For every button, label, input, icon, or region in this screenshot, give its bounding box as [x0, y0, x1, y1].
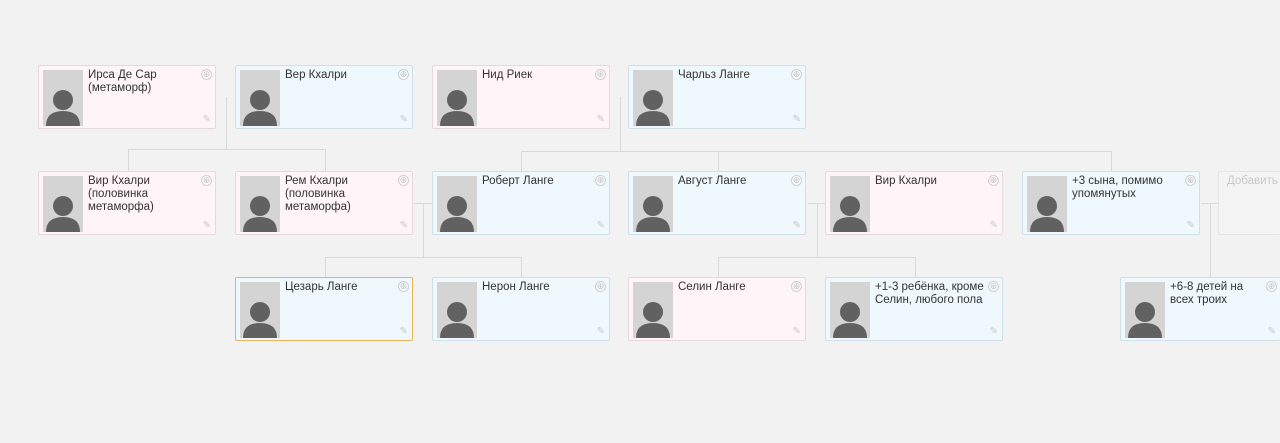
person-card-vir-khalri-2[interactable]: Вир Кхалри ⊕ ✎ [825, 171, 1003, 235]
edit-icon[interactable]: ✎ [1186, 220, 1195, 231]
person-name: Вир Кхалри (половинка метаморфа) [88, 175, 154, 213]
edit-icon[interactable]: ✎ [399, 114, 408, 125]
connector-line [620, 97, 621, 151]
person-name: Август Ланге [678, 175, 747, 187]
person-card-avgust[interactable]: Август Ланге ⊕ ✎ [628, 171, 806, 235]
person-card-vir-khalri-1[interactable]: Вир Кхалри (половинка метаморфа) ⊕ ✎ [38, 171, 216, 235]
avatar [830, 282, 870, 338]
person-card-rem[interactable]: Рем Кхалри (половинка метаморфа) ⊕ ✎ [235, 171, 413, 235]
avatar [830, 176, 870, 232]
person-name: +3 сына, помимо упомянутых [1072, 175, 1163, 200]
avatar [43, 176, 83, 232]
person-name: Чарльз Ланге [678, 69, 750, 81]
edit-icon[interactable]: ✎ [792, 220, 801, 231]
connector-line [1111, 151, 1112, 171]
add-relative-icon[interactable]: ⊕ [791, 69, 802, 80]
connector-line [128, 149, 129, 171]
avatar [633, 70, 673, 126]
person-card-kids-6-8[interactable]: +6-8 детей на всех троих ⊕ ✎ [1120, 277, 1280, 341]
connector-line [423, 203, 424, 257]
person-card-selin[interactable]: Селин Ланге ⊕ ✎ [628, 277, 806, 341]
connector-line [325, 257, 522, 258]
person-card-kids-1-3[interactable]: +1-3 ребёнка, кроме Селин, любого пола ⊕ ✎ [825, 277, 1003, 341]
edit-icon[interactable]: ✎ [792, 114, 801, 125]
connector-line [226, 97, 227, 149]
edit-icon[interactable]: ✎ [202, 114, 211, 125]
person-card-robert[interactable]: Роберт Ланге ⊕ ✎ [432, 171, 610, 235]
avatar [437, 282, 477, 338]
connector-line [521, 151, 1111, 152]
person-name: Селин Ланге [678, 281, 746, 293]
person-name: Цезарь Ланге [285, 281, 358, 293]
avatar [240, 282, 280, 338]
connector-line [1210, 203, 1211, 277]
connector-line [718, 151, 719, 171]
connector-line [128, 149, 325, 150]
person-card-three-sons[interactable]: +3 сына, помимо упомянутых ⊕ ✎ [1022, 171, 1200, 235]
connector-line [915, 257, 916, 277]
person-name: Рем Кхалри (половинка метаморфа) [285, 175, 351, 213]
add-relative-icon[interactable]: ⊕ [201, 175, 212, 186]
edit-icon[interactable]: ✎ [399, 220, 408, 231]
person-name: Нерон Ланге [482, 281, 550, 293]
add-relative-icon[interactable]: ⊕ [988, 281, 999, 292]
add-relative-icon[interactable]: ⊕ [398, 175, 409, 186]
person-card-charlz[interactable]: Чарльз Ланге ⊕ ✎ [628, 65, 806, 129]
person-name: Вер Кхалри [285, 69, 347, 81]
avatar [633, 176, 673, 232]
add-relative-icon[interactable]: ⊕ [595, 281, 606, 292]
edit-icon[interactable]: ✎ [399, 326, 408, 337]
person-card-nid[interactable]: Нид Риек ⊕ ✎ [432, 65, 610, 129]
add-relative-icon[interactable]: ⊕ [201, 69, 212, 80]
avatar [437, 70, 477, 126]
person-name: Роберт Ланге [482, 175, 554, 187]
edit-icon[interactable]: ✎ [596, 326, 605, 337]
person-name: Нид Риек [482, 69, 533, 81]
avatar [1027, 176, 1067, 232]
avatar [43, 70, 83, 126]
edit-icon[interactable]: ✎ [1267, 326, 1276, 337]
person-card-irsa[interactable]: Ирса Де Сар (метаморф) ⊕ ✎ [38, 65, 216, 129]
add-relative-icon[interactable]: ⊕ [1185, 175, 1196, 186]
avatar [633, 282, 673, 338]
add-relative-icon[interactable]: ⊕ [595, 175, 606, 186]
connector-line [817, 203, 818, 257]
connector-line [325, 149, 326, 171]
connector-line [521, 257, 522, 277]
edit-icon[interactable]: ✎ [989, 220, 998, 231]
avatar [240, 176, 280, 232]
person-card-cezar[interactable]: Цезарь Ланге ⊕ ✎ [235, 277, 413, 341]
add-relative-icon[interactable]: ⊕ [791, 281, 802, 292]
avatar [437, 176, 477, 232]
connector-line [718, 257, 915, 258]
edit-icon[interactable]: ✎ [202, 220, 211, 231]
person-name: Ирса Де Сар (метаморф) [88, 69, 157, 94]
avatar [240, 70, 280, 126]
add-relative-icon[interactable]: ⊕ [595, 69, 606, 80]
add-relative-icon[interactable]: ⊕ [398, 69, 409, 80]
person-name: Добавить [1227, 175, 1278, 187]
add-relative-icon[interactable]: ⊕ [988, 175, 999, 186]
person-name: +6-8 детей на всех троих [1170, 281, 1244, 306]
person-name: Вир Кхалри [875, 175, 937, 187]
person-name: +1-3 ребёнка, кроме Селин, любого пола [875, 281, 984, 306]
connector-line [521, 151, 522, 171]
edit-icon[interactable]: ✎ [596, 114, 605, 125]
connector-line [718, 257, 719, 277]
person-card-neron[interactable]: Нерон Ланге ⊕ ✎ [432, 277, 610, 341]
edit-icon[interactable]: ✎ [596, 220, 605, 231]
edit-icon[interactable]: ✎ [989, 326, 998, 337]
add-person-placeholder[interactable]: Добавить [1218, 171, 1280, 235]
add-relative-icon[interactable]: ⊕ [791, 175, 802, 186]
connector-line [325, 257, 326, 277]
add-relative-icon[interactable]: ⊕ [398, 281, 409, 292]
avatar [1125, 282, 1165, 338]
person-card-ver[interactable]: Вер Кхалри ⊕ ✎ [235, 65, 413, 129]
edit-icon[interactable]: ✎ [792, 326, 801, 337]
add-relative-icon[interactable]: ⊕ [1266, 281, 1277, 292]
